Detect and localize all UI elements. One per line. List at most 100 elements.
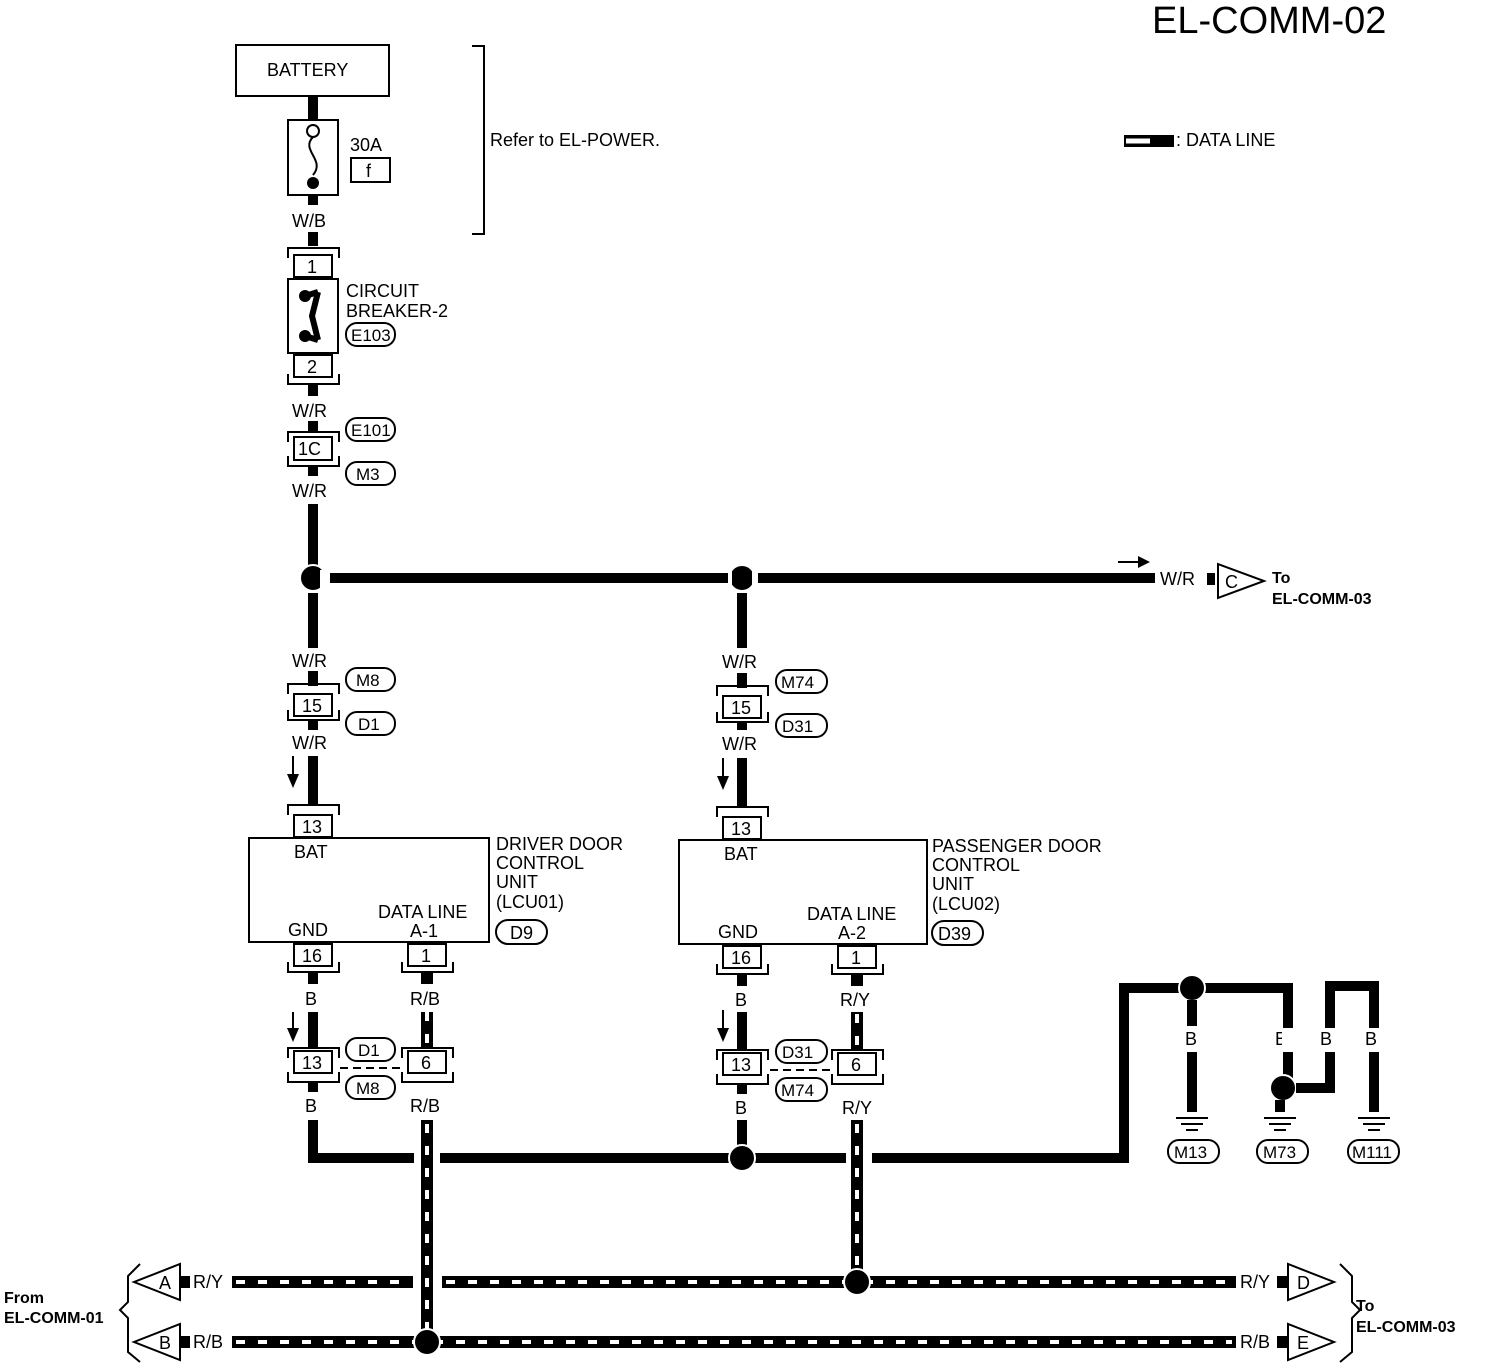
arrow-right-icon xyxy=(1118,556,1150,568)
conn-e101: E101 xyxy=(351,421,391,440)
ground-icon: M13 xyxy=(1167,1117,1220,1164)
wire-wb: W/B xyxy=(292,211,326,231)
ground-m13: M13 xyxy=(1174,1143,1207,1162)
pass-line4: (LCU02) xyxy=(932,894,1000,914)
terminal-c: C xyxy=(1217,562,1267,600)
pass-conn-d39: D39 xyxy=(938,924,971,944)
right-wire-rb: R/B xyxy=(1240,1332,1270,1352)
terminal-b-label: B xyxy=(159,1333,171,1353)
data-junction-rb xyxy=(413,1328,441,1356)
pass-gnd: GND xyxy=(718,922,758,942)
terminal-e: E xyxy=(1287,1322,1337,1362)
terminal-a-label: A xyxy=(159,1273,171,1293)
page-title: EL-COMM-02 xyxy=(1152,0,1386,42)
driver-conn-m8: M8 xyxy=(356,671,380,690)
ground-m73: M73 xyxy=(1263,1143,1296,1162)
circuit-breaker-2: 1 2 CIRCUIT BREAKER-2 E103 xyxy=(287,247,448,385)
passenger-door-control-unit: BAT GND DATA LINE A-2 PASSENGER DOOR CON… xyxy=(678,836,1102,946)
ground-icon: M111 xyxy=(1347,1117,1400,1164)
pass-line1: PASSENGER DOOR xyxy=(932,836,1102,856)
data-junction-ry xyxy=(843,1268,871,1296)
driver-line3: UNIT xyxy=(496,872,538,892)
pass-wire-ry-1: R/Y xyxy=(840,990,870,1010)
driver-door-control-unit: BAT GND DATA LINE A-1 DRIVER DOOR CONTRO… xyxy=(248,834,623,945)
driver-pin-15: 15 xyxy=(302,696,322,716)
driver-pin-16: 16 xyxy=(302,946,322,966)
driver-line1: DRIVER DOOR xyxy=(496,834,623,854)
pass-pin-13: 13 xyxy=(731,819,751,839)
driver-pin-6: 6 xyxy=(421,1053,431,1073)
gnd-wire-b-3: B xyxy=(1320,1029,1332,1049)
driver-wire-wr-2: W/R xyxy=(292,733,327,753)
pass-connector-13: 13 xyxy=(716,806,769,840)
arrow-down-icon xyxy=(717,758,729,790)
pass-connector-16: 16 xyxy=(716,945,769,975)
pass-bat: BAT xyxy=(724,844,758,864)
cb-line1: CIRCUIT xyxy=(346,281,419,301)
pass-conn-m74b: M74 xyxy=(781,1081,814,1100)
terminal-a: A xyxy=(131,1262,181,1302)
cb-connector: E103 xyxy=(351,326,391,345)
driver-wire-rb-1: R/B xyxy=(410,989,440,1009)
pass-connector-1: 1 xyxy=(831,945,884,975)
pass-connector-13-6: 13 6 D31 M74 xyxy=(716,1039,884,1102)
left-wire-rb: R/B xyxy=(193,1332,223,1352)
terminal-c-label: C xyxy=(1225,572,1238,592)
pass-pin-6: 6 xyxy=(851,1055,861,1075)
driver-pin-13b: 13 xyxy=(302,1053,322,1073)
driver-connector-16: 16 xyxy=(287,943,340,973)
refer-note: Refer to EL-POWER. xyxy=(490,130,660,150)
driver-connector-15: 15 M8 D1 xyxy=(287,667,396,736)
driver-line2: CONTROL xyxy=(496,853,584,873)
ref-to-c: To xyxy=(1272,570,1291,587)
ref-el-comm-03-de: EL-COMM-03 xyxy=(1356,1319,1456,1336)
driver-pin-1: 1 xyxy=(421,946,431,966)
driver-conn-d1b: D1 xyxy=(358,1041,380,1060)
pass-pin-1: 1 xyxy=(851,948,861,968)
junction-2 xyxy=(728,564,756,592)
pass-pin-15: 15 xyxy=(731,698,751,718)
gnd-wire-b-1: B xyxy=(1185,1029,1197,1049)
pass-wire-b-1: B xyxy=(735,990,747,1010)
pass-wire-wr-1: W/R xyxy=(722,652,757,672)
legend-label: : DATA LINE xyxy=(1176,130,1275,150)
battery: BATTERY xyxy=(235,44,390,97)
pass-wire-ry-2: R/Y xyxy=(842,1098,872,1118)
left-bracket xyxy=(118,1263,141,1363)
ref-to-de: To xyxy=(1356,1298,1375,1315)
terminal-e-label: E xyxy=(1297,1333,1309,1353)
pass-line3: UNIT xyxy=(932,874,974,894)
refer-bracket xyxy=(472,45,485,235)
driver-wire-wr-1: W/R xyxy=(292,651,327,671)
driver-conn-d9: D9 xyxy=(510,923,533,943)
driver-bat: BAT xyxy=(294,842,328,862)
ground-m111: M111 xyxy=(1352,1143,1392,1162)
fuse-id: f xyxy=(366,161,372,181)
pass-pin-13b: 13 xyxy=(731,1055,751,1075)
driver-wire-b-2: B xyxy=(305,1096,317,1116)
pass-wire-wr-2: W/R xyxy=(722,734,757,754)
driver-wire-b-1: B xyxy=(305,989,317,1009)
terminal-d: D xyxy=(1287,1262,1337,1302)
driver-pin-name: A-1 xyxy=(410,921,438,941)
left-wire-ry: R/Y xyxy=(193,1272,223,1292)
driver-connector-13-6: 13 6 D1 M8 xyxy=(287,1037,454,1100)
driver-data-line: DATA LINE xyxy=(378,902,467,922)
driver-line4: (LCU01) xyxy=(496,892,564,912)
terminal-b: B xyxy=(131,1322,181,1362)
wire-wr-2: W/R xyxy=(292,481,327,501)
ground-junction-3 xyxy=(1269,1074,1297,1102)
right-bracket xyxy=(1339,1263,1362,1363)
pass-wire-b-2: B xyxy=(735,1098,747,1118)
battery-label: BATTERY xyxy=(267,60,348,80)
pass-connector-15: 15 M74 D31 xyxy=(716,669,828,738)
fuse-30a: 30A f xyxy=(287,119,391,196)
driver-connector-1: 1 xyxy=(401,943,454,973)
pin-1c: 1C xyxy=(298,439,321,459)
arrow-down-icon xyxy=(717,1010,729,1042)
cb-pin-bottom: 2 xyxy=(307,357,317,377)
driver-connector-13: 13 xyxy=(287,804,340,838)
arrow-down-icon xyxy=(287,1012,299,1042)
cb-pin-top: 1 xyxy=(307,257,317,277)
